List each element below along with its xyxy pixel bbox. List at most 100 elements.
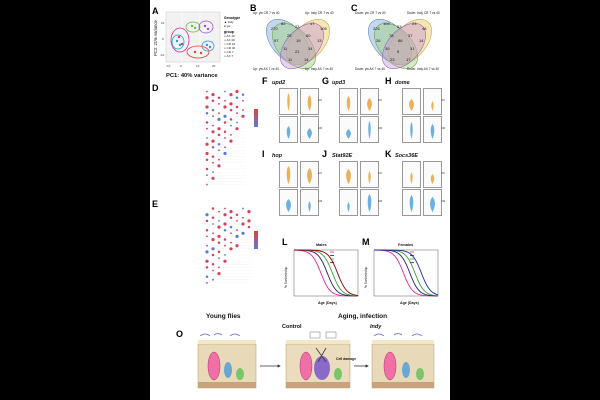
dotplot-dot [212, 124, 214, 127]
dotplot-dot [205, 259, 209, 263]
svg-text:17: 17 [310, 21, 315, 26]
dotplot-dot [205, 228, 209, 232]
violin-row-label-ax: AX [378, 98, 383, 102]
svg-text:86: 86 [398, 38, 403, 43]
dotplot-dot [235, 96, 239, 99]
dotplot-dot [235, 244, 239, 248]
dotplot-dot [223, 151, 227, 156]
panel-letter-k: K [385, 149, 392, 159]
dotplot-dot [217, 117, 221, 121]
gene-dome: dome [395, 80, 410, 86]
dotplot-dot [211, 216, 215, 220]
panel-letter-f: F [262, 76, 268, 86]
violin-subplot [423, 161, 442, 188]
svg-text:Up: Indy AX 7 vs 40: Up: Indy AX 7 vs 40 [305, 67, 333, 71]
violin-subplot [279, 116, 298, 143]
violin-shape [346, 96, 351, 111]
svg-text:Up: yw CR 7 vs 40: Up: yw CR 7 vs 40 [253, 11, 280, 15]
dotplot-dot [223, 105, 227, 109]
cell-damage-label: Cell damage [336, 357, 356, 361]
violin-shape [286, 199, 291, 212]
panel-letter-i: I [262, 149, 265, 159]
pca-tick-x: -10 [166, 64, 171, 68]
dotplot-dot [211, 108, 215, 112]
dotplot-dot [217, 241, 221, 244]
violin-subplot [279, 88, 298, 115]
dotplot-e-legend [254, 230, 268, 264]
violin-shape [410, 172, 413, 184]
violin-row-label-ax: AX [318, 171, 323, 175]
dotplot-d-grid [204, 89, 246, 186]
dotplot-dot [229, 93, 233, 97]
dotplot-dot [241, 114, 245, 118]
violin-row-label-cr: CR [441, 199, 446, 203]
svg-text:Age (Days): Age (Days) [400, 301, 420, 305]
dotplot-dot [230, 232, 232, 235]
dotplot-dot [205, 121, 209, 124]
dotplot-dot [230, 134, 232, 136]
dotplot-dot [224, 146, 226, 149]
dotplot-dot [205, 250, 209, 254]
dotplot-dot [205, 219, 209, 223]
panel-letter-d: D [152, 83, 159, 93]
dotplot-dot [211, 253, 215, 257]
dotplot-dot [223, 213, 227, 217]
svg-text:14: 14 [304, 57, 309, 62]
pca-ylabel: PC2: 21% variance [153, 19, 158, 56]
panel-letter-g: G [322, 76, 330, 86]
dotplot-dot [229, 108, 233, 112]
dotplot-dot [206, 174, 208, 177]
svg-text:10: 10 [161, 21, 165, 25]
dotplot-dot [229, 225, 233, 229]
svg-text:14: 14 [419, 38, 424, 43]
gut-schematic: Cell damage [197, 331, 435, 389]
dotplot-dot [205, 275, 209, 278]
dotplot-dot [211, 93, 215, 97]
svg-text:270: 270 [271, 26, 278, 31]
violin-subplot [300, 161, 319, 188]
gene-upd2: upd2 [272, 80, 286, 86]
svg-text:0: 0 [180, 64, 182, 68]
violin-shape [430, 197, 435, 212]
dotplot-dot [247, 210, 251, 214]
dotplot-dot [212, 115, 214, 118]
dotplot-dot [212, 269, 214, 272]
violin-row-label-ax: AX [318, 98, 323, 102]
violin-subplot [360, 161, 379, 188]
dotplot-dot [223, 222, 227, 226]
svg-text:48: 48 [422, 26, 427, 31]
svg-text:9: 9 [397, 49, 400, 54]
violin-shape [286, 166, 291, 184]
gene-hop: hop [272, 153, 283, 159]
dotplot-dot [211, 155, 215, 158]
dotplot-dot [205, 213, 209, 217]
dotplot-dot [211, 99, 215, 103]
dotplot-dot [229, 216, 233, 220]
dotplot-dot [241, 231, 245, 235]
svg-text:23: 23 [390, 57, 395, 62]
violin-shape [430, 174, 435, 184]
svg-text:11: 11 [288, 57, 293, 62]
svg-text:17: 17 [406, 57, 411, 62]
dotplot-dot [242, 99, 244, 102]
survival-curve [373, 249, 439, 297]
violin-shape [368, 171, 371, 184]
dotplot-dot [211, 130, 215, 134]
dotplot-d [162, 84, 252, 194]
right-margin [450, 0, 600, 400]
dotplot-dot [236, 229, 238, 232]
dotplot-dot [212, 232, 214, 235]
dotplot-dot [206, 235, 208, 238]
dotplot-dot [223, 130, 227, 134]
dotplot-dot [218, 112, 220, 115]
violin-shape [346, 169, 351, 184]
svg-text:53: 53 [397, 24, 402, 29]
svg-text:11: 11 [283, 46, 288, 51]
dotplot-dot [223, 238, 227, 241]
violin-subplot [402, 116, 421, 143]
violin-subplot [339, 116, 358, 143]
